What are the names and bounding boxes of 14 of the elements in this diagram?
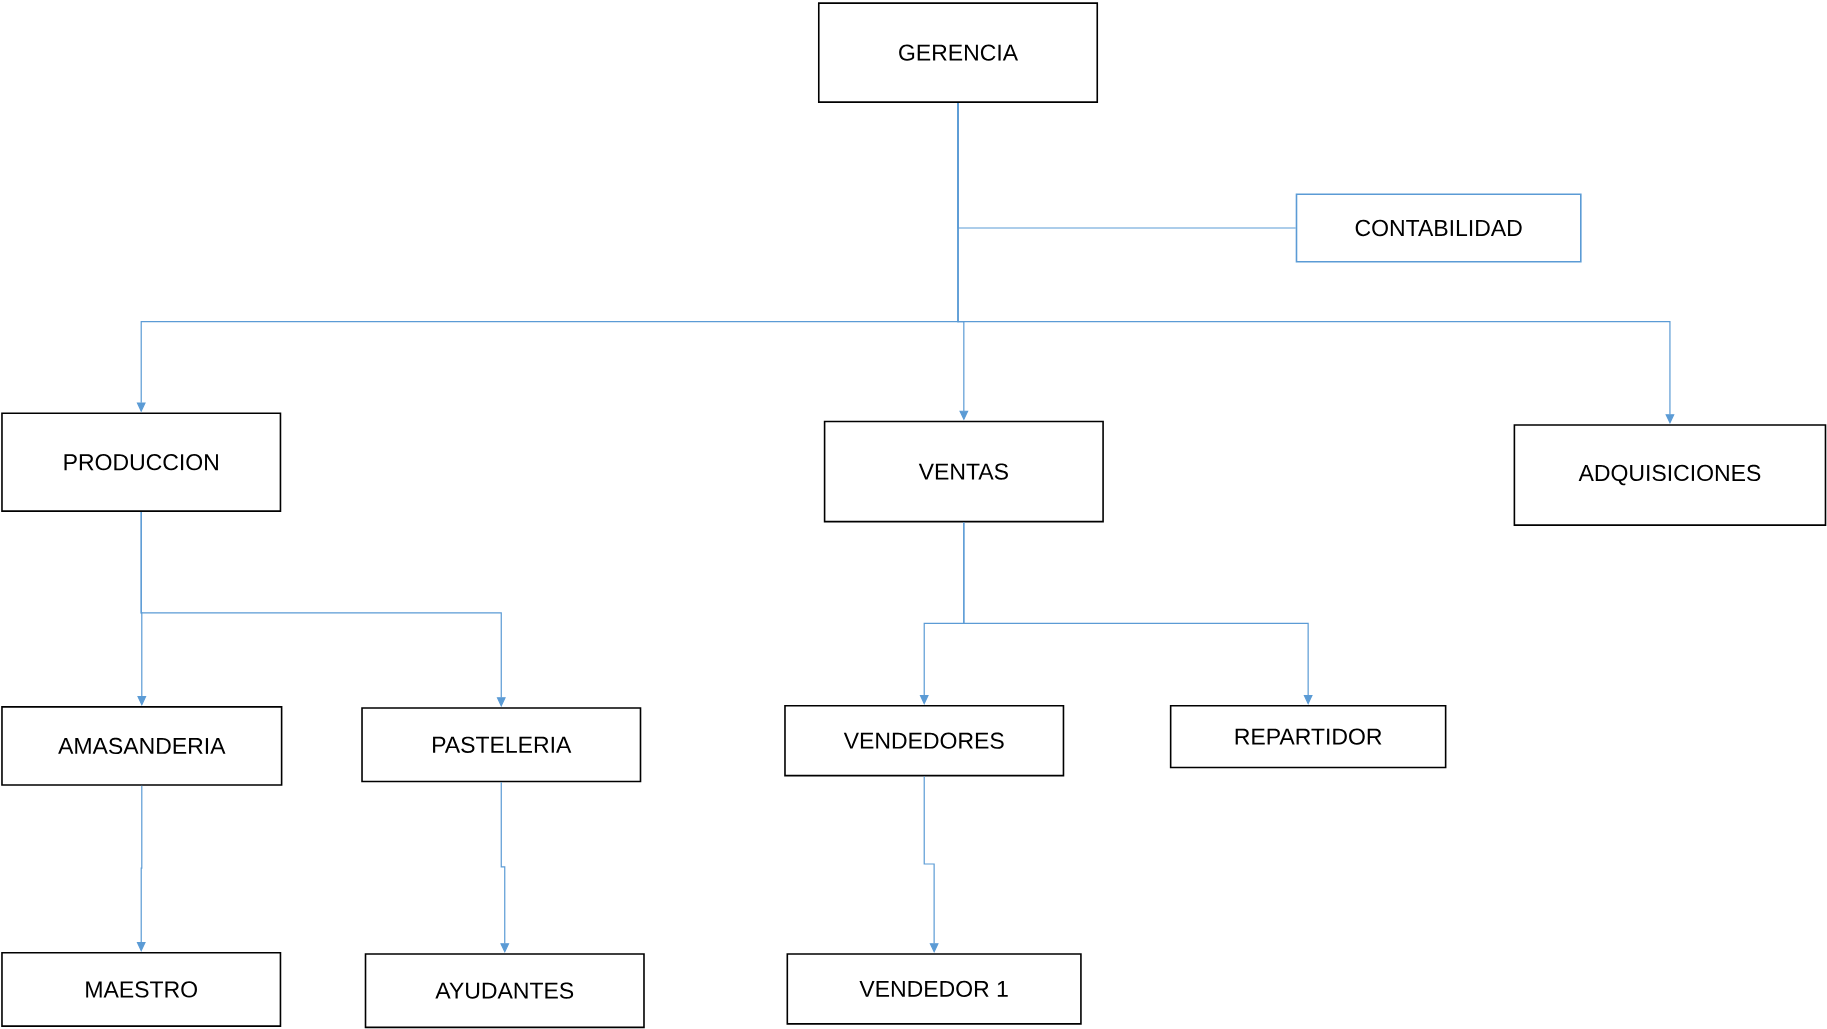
connector-arrow [136,785,146,952]
org-box: VENDEDOR 1 [786,953,1082,1025]
org-box: VENDEDORES [784,704,1065,777]
org-box: PRODUCCION [1,412,282,512]
connector-arrow [963,521,1313,705]
org-box: AYUDANTES [364,953,645,1029]
org-box: VENTAS [823,420,1104,523]
org-box: PASTELERIA [361,707,642,783]
org-box: ADQUISICIONES [1513,424,1827,526]
org-box: AMASANDERIA [1,706,283,786]
org-box: CONTABILIDAD [1295,193,1582,263]
org-box: REPARTIDOR [1169,704,1447,769]
org-box: MAESTRO [1,951,282,1027]
org-box: GERENCIA [817,2,1099,103]
